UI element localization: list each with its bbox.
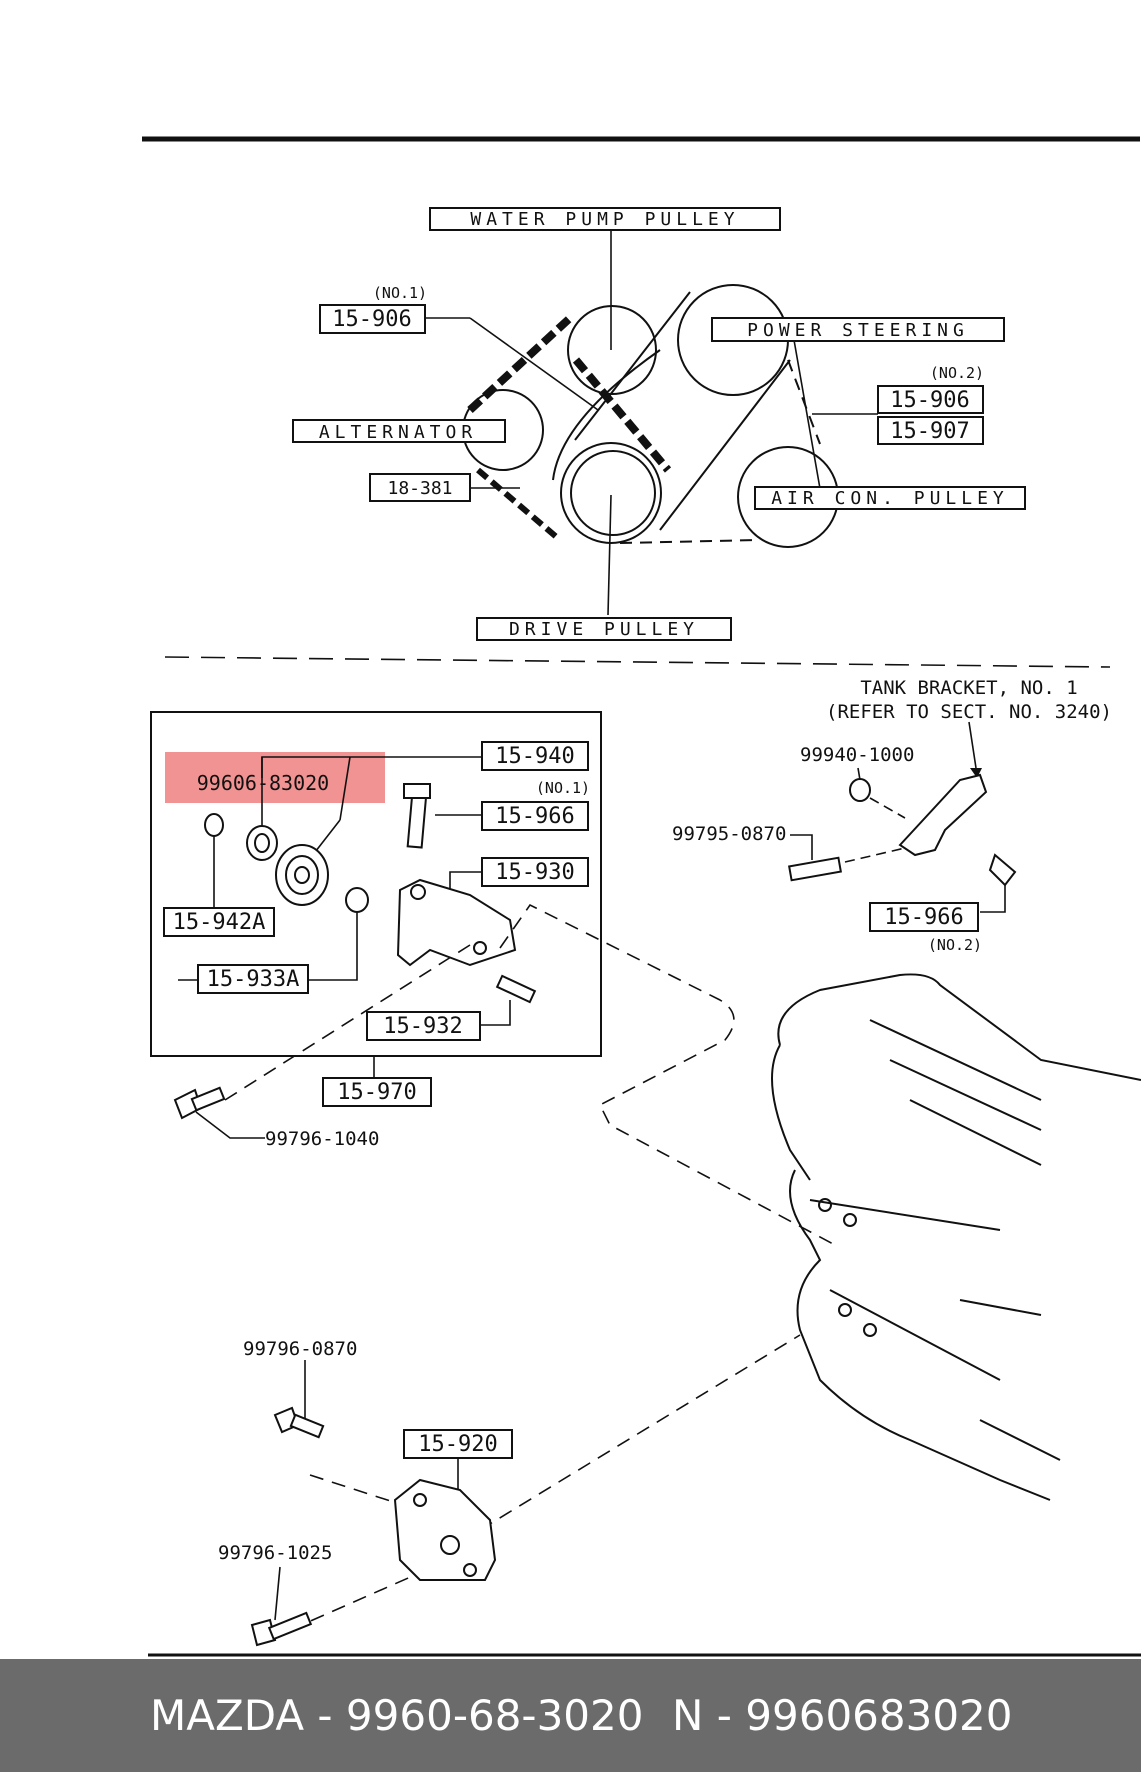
part-15-907: 15-907 bbox=[890, 419, 969, 444]
highlight-box bbox=[165, 752, 385, 803]
part-15-940: 15-940 bbox=[495, 744, 574, 769]
part-15-932: 15-932 bbox=[383, 1014, 462, 1039]
part-99796-0870: 99796-0870 bbox=[243, 1338, 357, 1360]
label-15-930: 15-930 bbox=[481, 857, 589, 887]
alternator-label: ALTERNATOR bbox=[319, 422, 477, 443]
tank-bracket-arrow bbox=[970, 768, 982, 778]
part-99796-1040: 99796-1040 bbox=[265, 1128, 379, 1150]
part-15-966-no1: 15-966 bbox=[495, 804, 574, 829]
water-pump-label: WATER PUMP PULLEY bbox=[470, 209, 739, 230]
bolt-99796-1025-shape bbox=[250, 1611, 313, 1647]
bracket-15-930-shape bbox=[396, 878, 517, 967]
tensioner-parts-art bbox=[173, 783, 537, 1120]
part-99940-1000: 99940-1000 bbox=[800, 744, 914, 766]
tank-bracket-leader bbox=[968, 721, 977, 769]
nut-99940-shape bbox=[849, 778, 871, 802]
tank-bracket-title: TANK BRACKET, NO. 1 bbox=[860, 677, 1077, 699]
part-15-966-no2-note: (NO.2) bbox=[928, 936, 982, 954]
part-15-933a: 15-933A bbox=[207, 967, 300, 992]
drive-pulley-label: DRIVE PULLEY bbox=[509, 619, 699, 640]
label-15-907: 15-907 bbox=[877, 416, 984, 445]
label-water-pump: WATER PUMP PULLEY bbox=[429, 207, 781, 231]
leader-99796-1040 bbox=[195, 1111, 265, 1139]
label-power-steering: POWER STEERING bbox=[711, 317, 1005, 342]
label-alternator: ALTERNATOR bbox=[292, 419, 506, 443]
tank-bracket-shape bbox=[898, 773, 988, 857]
label-air-con: AIR CON. PULLEY bbox=[754, 486, 1026, 510]
part-15-906-no1: 15-906 bbox=[332, 307, 411, 332]
label-drive: DRIVE PULLEY bbox=[476, 617, 732, 641]
label-15-966-no2: 15-966 bbox=[869, 902, 979, 932]
label-15-933a: 15-933A bbox=[197, 964, 309, 994]
caption-compact-number: N - 9960683020 bbox=[672, 1691, 1013, 1740]
tensioner-assembly-box bbox=[150, 711, 602, 1057]
tensioner-leaders bbox=[178, 756, 588, 1083]
label-15-906-no2: 15-906 bbox=[877, 385, 984, 414]
caption-bar: MAZDA - 9960-68-3020 N - 9960683020 bbox=[0, 1659, 1141, 1772]
label-15-906-no1: 15-906 bbox=[319, 304, 426, 334]
stud-15-933a-shape bbox=[345, 887, 369, 913]
label-15-970: 15-970 bbox=[322, 1077, 432, 1107]
label-15-920: 15-920 bbox=[403, 1429, 513, 1459]
belt-leaders bbox=[425, 225, 878, 616]
bolt-15-966-no2-shape bbox=[988, 853, 1017, 887]
power-steering-label: POWER STEERING bbox=[747, 320, 969, 341]
part-15-906-no2: 15-906 bbox=[890, 388, 969, 413]
bolt-15-966-shape bbox=[406, 790, 428, 849]
belt-no1-note: (NO.1) bbox=[373, 284, 427, 302]
belt-layout bbox=[462, 284, 839, 548]
leader-99796-1025 bbox=[274, 1566, 281, 1621]
part-99796-1025: 99796-1025 bbox=[218, 1542, 332, 1564]
part-15-966-no1-note: (NO.1) bbox=[536, 779, 590, 797]
label-15-942a: 15-942A bbox=[163, 907, 275, 937]
label-15-940: 15-940 bbox=[481, 741, 589, 771]
part-99795-0870: 99795-0870 bbox=[672, 823, 786, 845]
part-99606-83020: 99606-83020 bbox=[197, 771, 329, 795]
mounting-lines bbox=[224, 903, 836, 1631]
bolt-99796-0870-shape bbox=[273, 1406, 325, 1439]
part-18-381: 18-381 bbox=[387, 478, 452, 499]
part-15-942a: 15-942A bbox=[173, 910, 266, 935]
bolt-15-932-shape bbox=[495, 974, 537, 1004]
section-divider bbox=[164, 656, 1111, 668]
label-15-966-no1: 15-966 bbox=[481, 801, 589, 831]
part-15-966-no2: 15-966 bbox=[884, 905, 963, 930]
part-15-920: 15-920 bbox=[418, 1432, 497, 1457]
belt-no2-note: (NO.2) bbox=[930, 364, 984, 382]
label-15-932: 15-932 bbox=[366, 1011, 481, 1041]
nut-15-942a-shape bbox=[204, 813, 224, 837]
tank-bracket-ref: (REFER TO SECT. NO. 3240) bbox=[826, 701, 1112, 723]
drive-pulley-shape bbox=[560, 442, 662, 544]
caption-part-number: MAZDA - 9960-68-3020 bbox=[150, 1691, 644, 1740]
mount-15-920-shape bbox=[393, 1478, 497, 1581]
part-15-970: 15-970 bbox=[337, 1080, 416, 1105]
bolt-99795-shape bbox=[788, 856, 842, 882]
water-pump-pulley-shape bbox=[567, 305, 657, 395]
engine-block-art bbox=[771, 973, 1141, 1501]
part-15-930: 15-930 bbox=[495, 860, 574, 885]
air-con-label: AIR CON. PULLEY bbox=[771, 488, 1009, 509]
label-18-381: 18-381 bbox=[369, 473, 471, 502]
